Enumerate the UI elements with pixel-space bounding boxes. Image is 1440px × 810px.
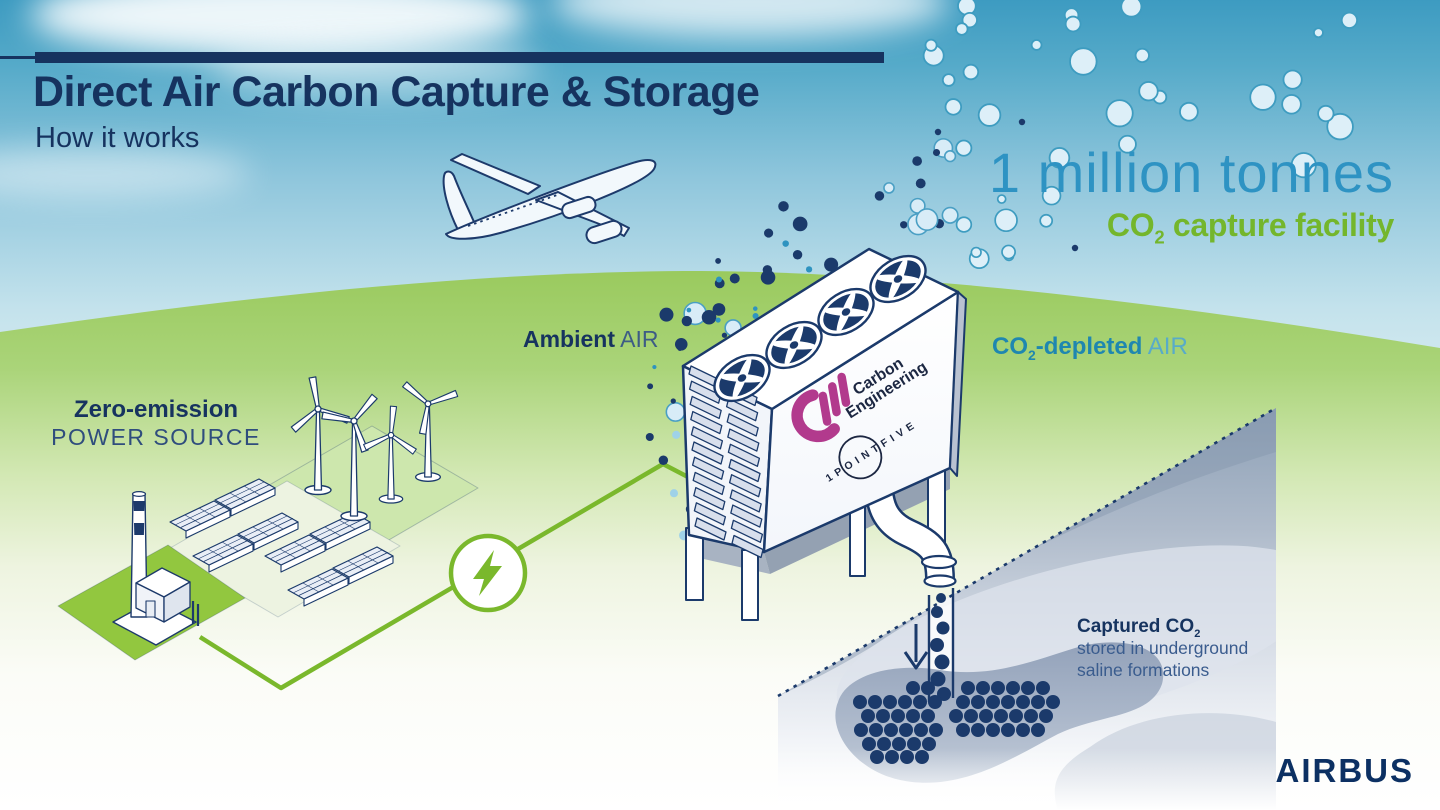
- louver-slat: [731, 534, 764, 559]
- solar-panel-icon: [214, 478, 276, 517]
- louver-slat: [690, 426, 724, 450]
- cooling-fan-icon: [869, 254, 927, 304]
- page-subtitle: How it works: [35, 122, 200, 154]
- power-line: [198, 461, 690, 691]
- co2-depleted-air-bubbles: [922, 0, 1358, 270]
- solar-panel-icon: [169, 500, 231, 539]
- louver-slat: [693, 502, 727, 526]
- wind-turbine-icon: [402, 381, 459, 482]
- louver-slat: [728, 474, 762, 498]
- power-source-label: Zero-emission POWER SOURCE: [51, 396, 261, 450]
- wind-turbine-icon: [363, 405, 417, 504]
- cooling-fan-icon: [817, 287, 875, 337]
- louver-slat: [728, 458, 761, 483]
- solar-panel-icon: [332, 546, 394, 585]
- cooling-fan-icon: [713, 353, 771, 403]
- louver-slat: [727, 443, 761, 467]
- louver-slat: [730, 504, 763, 528]
- wind-turbine-farm: [290, 376, 459, 522]
- stored-co2-dots: [853, 681, 1060, 764]
- down-arrow-icon: [903, 624, 929, 670]
- louver-slat: [694, 517, 727, 541]
- capture-facility: Carbon Engineering 1POINTFIVE: [681, 247, 967, 621]
- lightning-bolt-icon: [473, 550, 502, 596]
- captured-co2-label: Captured CO2 stored in underground salin…: [1077, 616, 1249, 680]
- louver-slat: [729, 489, 762, 513]
- solar-panel-icon: [237, 512, 299, 551]
- solar-panel-icon: [287, 568, 349, 607]
- solar-panel-array: [169, 478, 394, 607]
- air-intake-louvers: [688, 365, 764, 559]
- capacity-stat: 1 million tonnes CO2 capture facility: [988, 141, 1394, 248]
- facility-leg: [741, 549, 759, 621]
- co2-falling-dots: [930, 593, 951, 701]
- louver-slat: [727, 428, 760, 452]
- pipe-flange: [920, 554, 958, 570]
- louver-slat: [689, 395, 722, 420]
- ground-boundary: [777, 406, 1277, 698]
- louver-slat: [730, 519, 764, 543]
- solar-panel-icon: [192, 534, 254, 573]
- co2-depleted-air-label: CO2-depleted AIR: [992, 333, 1188, 363]
- injection-well: [853, 588, 1060, 764]
- cooling-fan-icon: [765, 320, 823, 370]
- louver-slat: [693, 486, 726, 511]
- page-title: Direct Air Carbon Capture & Storage: [33, 68, 760, 116]
- power-plant: [112, 491, 200, 646]
- facility-leg: [849, 505, 866, 577]
- power-source-area: [57, 376, 479, 661]
- ambient-air-label: Ambient AIR: [523, 326, 659, 352]
- title-accent-bar-thin: [0, 56, 35, 59]
- fan-deck: [713, 254, 927, 403]
- airplane-icon: [442, 153, 657, 245]
- stat-value: 1 million tonnes: [988, 141, 1394, 204]
- louver-slat: [690, 410, 723, 435]
- pipe-opening: [923, 574, 957, 588]
- title-accent-bar: [35, 52, 884, 63]
- cloud: [0, 148, 250, 198]
- louver-slat: [692, 471, 725, 496]
- cloud: [210, 40, 540, 94]
- louver-slat: [691, 441, 724, 465]
- airbus-logo: AIRBUS: [1275, 752, 1414, 789]
- solar-panel-icon: [264, 534, 326, 573]
- stat-label: CO2 capture facility: [1106, 206, 1394, 248]
- underground-section: [777, 406, 1277, 810]
- louver-slat: [691, 456, 725, 480]
- louver-slat: [726, 413, 759, 437]
